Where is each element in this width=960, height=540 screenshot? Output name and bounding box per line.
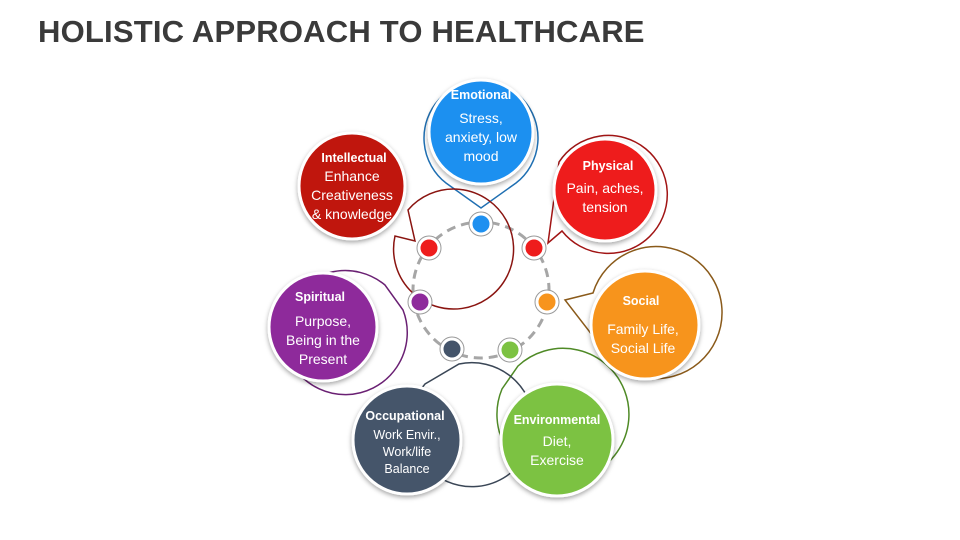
segment-emotional: Emotional Stress, anxiety, low mood xyxy=(445,88,518,164)
segment-line: Work Envir., xyxy=(373,428,440,442)
segment-line: anxiety, low xyxy=(445,129,518,145)
social-bubble xyxy=(589,269,701,381)
segment-line: Social Life xyxy=(611,340,676,356)
segment-social: Social Family Life, Social Life xyxy=(607,294,679,356)
bubbles xyxy=(267,78,701,498)
segment-title: Physical xyxy=(583,159,634,173)
intellectual-pointer xyxy=(392,188,515,310)
segment-line: mood xyxy=(463,148,498,164)
segment-line: Exercise xyxy=(530,452,584,468)
page-title: HOLISTIC APPROACH TO HEALTHCARE xyxy=(38,14,645,49)
physical-bubble xyxy=(552,137,658,243)
segment-line: tension xyxy=(582,199,627,215)
emotional-node xyxy=(469,212,493,236)
segment-line: Stress, xyxy=(459,110,503,126)
segment-line: & knowledge xyxy=(312,206,392,222)
segment-title: Spiritual xyxy=(295,290,345,304)
environmental-node xyxy=(498,338,522,362)
segment-title: Intellectual xyxy=(321,151,386,165)
segment-line: Being in the xyxy=(286,332,360,348)
social-node xyxy=(535,290,559,314)
segment-environmental: Environmental Diet, Exercise xyxy=(514,413,601,468)
segment-title: Social xyxy=(623,294,660,308)
segment-spiritual: Spiritual Purpose, Being in the Present xyxy=(286,290,360,367)
segment-physical: Physical Pain, aches, tension xyxy=(566,159,643,215)
emotional-bubble xyxy=(427,78,535,186)
intellectual-node xyxy=(417,236,441,260)
segment-title: Occupational xyxy=(365,409,444,423)
segment-title: Environmental xyxy=(514,413,601,427)
segment-line: Balance xyxy=(384,462,429,476)
spiritual-node xyxy=(408,290,432,314)
segment-line: Work/life xyxy=(383,445,431,459)
segment-line: Creativeness xyxy=(311,187,393,203)
spiritual-bubble xyxy=(267,271,379,383)
physical-node xyxy=(522,236,546,260)
segment-line: Purpose, xyxy=(295,313,351,329)
ring-nodes xyxy=(408,212,559,362)
segment-occupational: Occupational Work Envir., Work/life Bala… xyxy=(365,409,444,476)
physical-pointer xyxy=(546,134,669,255)
segment-line: Enhance xyxy=(324,168,379,184)
occupational-node xyxy=(440,337,464,361)
segment-line: Present xyxy=(299,351,347,367)
segment-intellectual: Intellectual Enhance Creativeness & know… xyxy=(311,151,393,222)
segment-line: Diet, xyxy=(543,433,572,449)
segment-title: Emotional xyxy=(451,88,511,102)
environmental-bubble xyxy=(499,382,615,498)
occupational-bubble xyxy=(351,384,463,496)
segment-line: Family Life, xyxy=(607,321,679,337)
ring-node-outlines xyxy=(407,211,560,363)
intellectual-bubble xyxy=(297,131,407,241)
segment-line: Pain, aches, xyxy=(566,180,643,196)
